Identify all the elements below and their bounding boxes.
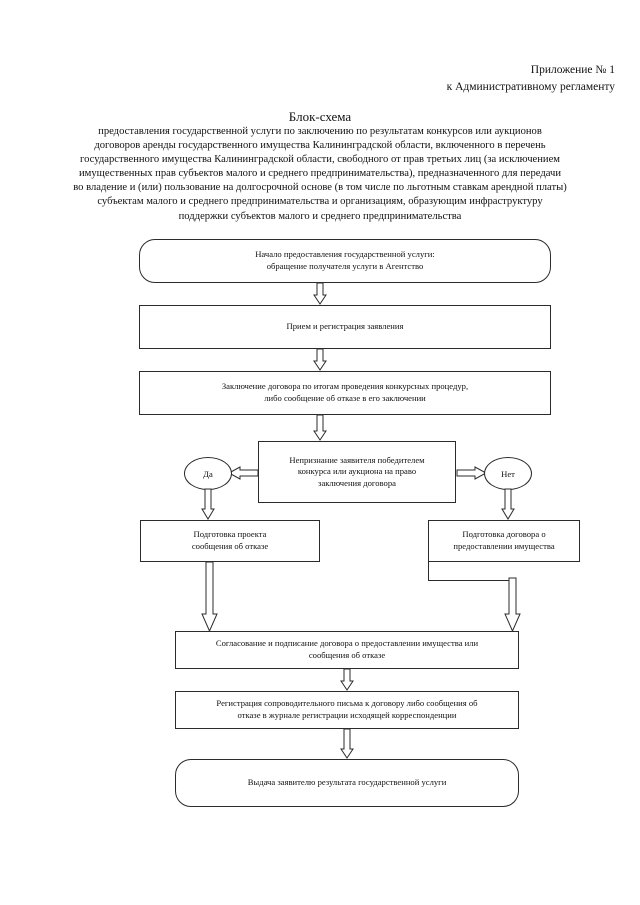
flow-node-approval-line-2: сообщения об отказе bbox=[308, 650, 386, 660]
flow-node-refusal-draft-line-1: Подготовка проекта bbox=[193, 529, 267, 540]
arrow-journal-to-end bbox=[340, 728, 354, 759]
flow-node-end: Выдача заявителю результата государствен… bbox=[175, 759, 519, 807]
flow-oval-no: Нет bbox=[484, 457, 532, 490]
arrow-contract-draft-to-approval bbox=[504, 577, 522, 633]
flow-node-decision: Непризнание заявителя победителем конкур… bbox=[258, 441, 456, 503]
flow-node-refusal-draft: Подготовка проекта сообщения об отказе bbox=[140, 520, 320, 562]
flow-node-refusal-draft-line-2: сообщения об отказе bbox=[191, 541, 269, 551]
flow-node-start: Начало предоставления государственной ус… bbox=[139, 239, 551, 283]
flow-node-registration-line-1: Прием и регистрация заявления bbox=[286, 321, 404, 332]
flow-node-registration: Прием и регистрация заявления bbox=[139, 305, 551, 349]
arrow-refusal-draft-to-approval bbox=[201, 561, 219, 633]
flow-node-journal-registration: Регистрация сопроводительного письма к д… bbox=[175, 691, 519, 729]
subtitle-line-3: государственного имущества Калининградск… bbox=[80, 154, 560, 166]
flow-oval-yes-label: Да bbox=[203, 468, 213, 479]
page-title: Блок-схема bbox=[288, 109, 352, 124]
subtitle-line-7: поддержки субъектов малого и среднего пр… bbox=[178, 210, 462, 222]
appendix-line-2: к Административному регламенту bbox=[446, 81, 615, 93]
arrow-start-to-registration bbox=[313, 282, 327, 305]
subtitle-line-2: договоров аренды государственного имущес… bbox=[94, 140, 546, 152]
subtitle-line-1: предоставления государственной услуги по… bbox=[98, 126, 542, 137]
document-subtitle: предоставления государственной услуги по… bbox=[48, 125, 592, 224]
flow-node-journal-line-1: Регистрация сопроводительного письма к д… bbox=[216, 698, 478, 709]
flow-node-end-line-1: Выдача заявителю результата государствен… bbox=[247, 777, 447, 788]
appendix-block: Приложение № 1 к Административному регла… bbox=[275, 62, 615, 96]
subtitle-line-4: имущественных прав субъектов малого и ср… bbox=[79, 168, 561, 180]
flow-node-journal-line-2: отказе в журнале регистрации исходящей к… bbox=[237, 710, 457, 720]
flow-node-start-line-1: Начало предоставления государственной ус… bbox=[255, 249, 435, 260]
arrow-approval-to-journal bbox=[340, 668, 354, 691]
flow-node-contract-conclusion: Заключение договора по итогам проведения… bbox=[139, 371, 551, 415]
arrow-yes-to-refusal-draft bbox=[201, 488, 215, 520]
flow-node-contract-line-2: либо сообщение об отказе в его заключени… bbox=[264, 393, 426, 403]
subtitle-line-6: субъектам малого и среднего предпринимат… bbox=[97, 196, 543, 208]
flow-node-contract-draft-line-1: Подготовка договора о bbox=[462, 529, 546, 540]
flow-node-approval-line-1: Согласование и подписание договора о пре… bbox=[215, 638, 479, 649]
subtitle-line-5: во владение и (или) пользование на долго… bbox=[73, 182, 567, 194]
flow-oval-no-label: Нет bbox=[501, 468, 515, 479]
arrow-contract-to-decision bbox=[313, 414, 327, 441]
connector-contract-draft-elbow bbox=[428, 562, 514, 584]
appendix-line-1: Приложение № 1 bbox=[530, 64, 615, 76]
arrow-registration-to-contract bbox=[313, 348, 327, 371]
flow-node-decision-line-3: заключения договора bbox=[318, 477, 396, 488]
flow-oval-yes: Да bbox=[184, 457, 232, 490]
flow-node-approval: Согласование и подписание договора о пре… bbox=[175, 631, 519, 669]
flow-node-start-line-2: обращение получателя услуги в Агентство bbox=[266, 261, 424, 271]
flow-node-contract-draft-line-2: предоставлении имущества bbox=[453, 541, 555, 551]
arrow-no-to-contract-draft bbox=[501, 488, 515, 520]
flow-node-contract-draft: Подготовка договора о предоставлении иму… bbox=[428, 520, 580, 562]
flow-node-contract-line-1: Заключение договора по итогам проведения… bbox=[221, 381, 469, 392]
flow-node-decision-line-2: конкурса или аукциона на право bbox=[297, 466, 417, 477]
flow-node-decision-line-1: Непризнание заявителя победителем bbox=[289, 454, 425, 465]
